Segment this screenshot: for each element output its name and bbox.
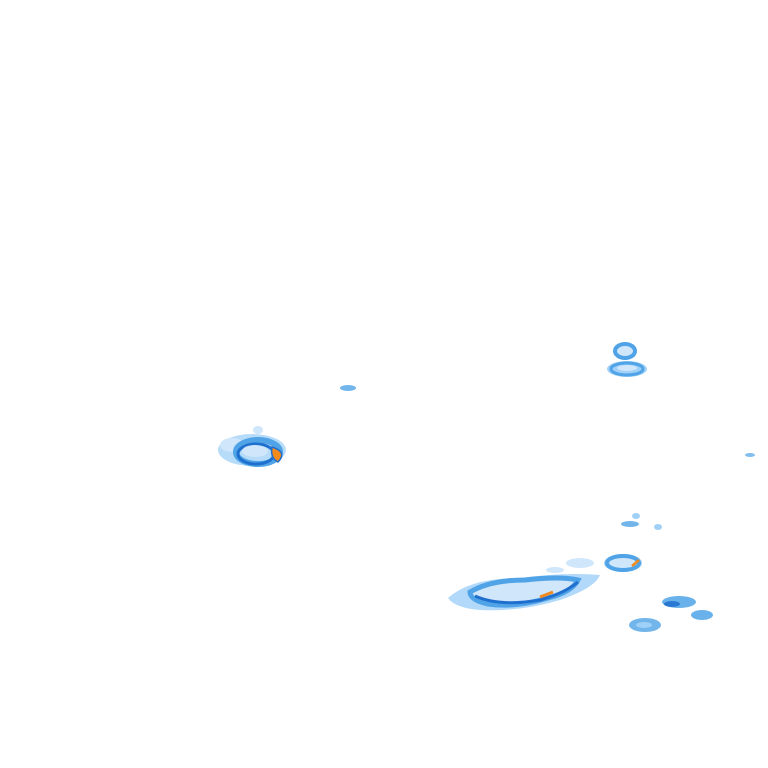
echo-speckle bbox=[654, 524, 662, 530]
echo-speckle bbox=[546, 567, 564, 573]
echo-inner-light bbox=[636, 622, 652, 628]
echo-cell-west bbox=[218, 426, 286, 467]
echo-intense-core bbox=[539, 590, 554, 599]
echo-moderate-ring bbox=[609, 361, 645, 377]
echo-speckle bbox=[253, 426, 263, 434]
echo-cell-southeast-small bbox=[629, 596, 713, 632]
echo-heavy-edge bbox=[474, 580, 579, 605]
echo-moderate-area bbox=[621, 521, 639, 527]
echo-moderate-ring bbox=[605, 554, 641, 572]
echo-cell-southeast bbox=[604, 513, 662, 572]
echo-inner-light bbox=[242, 445, 268, 457]
echo-intense-core bbox=[631, 559, 640, 567]
echo-band-south bbox=[448, 558, 600, 611]
echo-cell-far-east bbox=[745, 453, 755, 457]
echo-cell-northeast bbox=[607, 342, 647, 377]
echo-heavy-area bbox=[664, 601, 680, 607]
echo-moderate-area bbox=[691, 610, 713, 620]
echo-moderate-ring bbox=[613, 342, 637, 360]
echo-speckle bbox=[566, 558, 594, 568]
echo-speckle bbox=[632, 513, 640, 519]
echo-cell-small-center bbox=[340, 385, 356, 391]
echo-moderate-area bbox=[340, 385, 356, 391]
echo-inner-light bbox=[617, 365, 637, 371]
echo-light-area bbox=[745, 453, 755, 457]
echo-intense-core bbox=[270, 446, 283, 463]
